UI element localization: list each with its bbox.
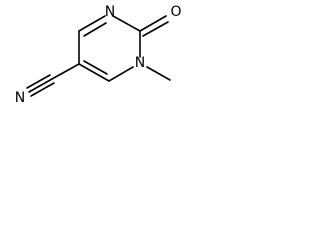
- bond-c2-o: [139, 15, 167, 32]
- bond-nitrile-triple-3: [30, 82, 55, 97]
- bond-c6-c5: [78, 63, 110, 82]
- atom-n1-label: N: [135, 55, 145, 71]
- bond-nitrile-triple-2: [26, 74, 51, 89]
- atom-cyano-n-label: N: [15, 90, 25, 106]
- atom-o-label: O: [170, 4, 181, 20]
- bond-n1-c6: [108, 66, 134, 82]
- atom-n3-label: N: [105, 4, 115, 20]
- bond-n3-c2: [112, 15, 141, 32]
- bond-c5-cnitrile: [51, 63, 80, 80]
- molecule-structure-diagram: N O N N: [15, 4, 182, 106]
- bond-c4-n3: [78, 15, 106, 32]
- bond-nitrile-triple-1: [28, 78, 53, 93]
- bond-c6-c5-double: [83, 60, 108, 75]
- bond-c2-o-double: [142, 21, 169, 37]
- bond-c4-n3-double: [83, 22, 107, 37]
- bond-n1-methyl: [146, 66, 171, 81]
